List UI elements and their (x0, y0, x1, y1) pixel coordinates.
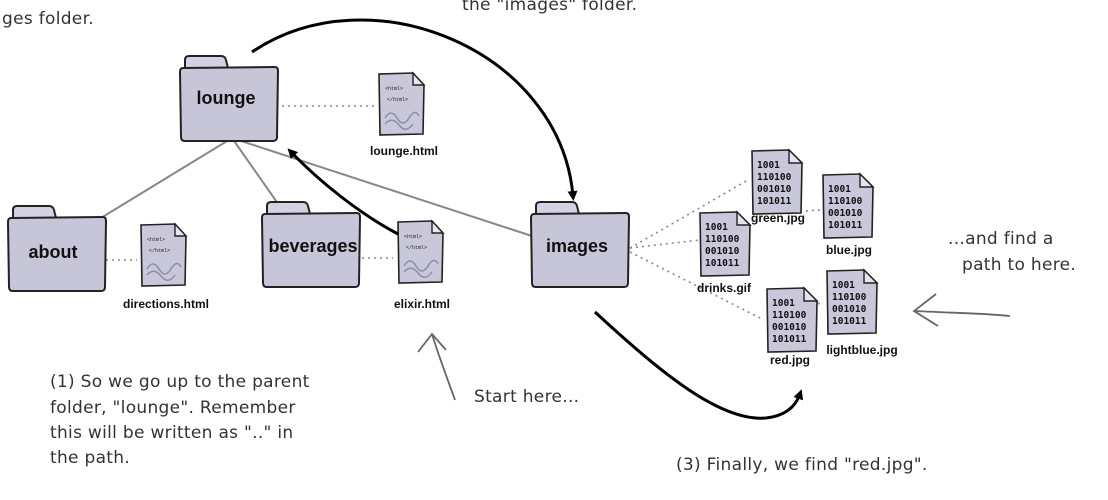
file-elixir-html[interactable]: <html> </html> (397, 220, 444, 284)
file-elixir-html-label: elixir.html (394, 297, 450, 311)
file-green-jpg[interactable]: 1001 110100 001010 101011 (751, 149, 803, 215)
lounge-to-images-line (231, 137, 539, 239)
note-top-left: ges folder. (2, 9, 94, 29)
binary-line: 110100 (832, 292, 867, 303)
file-red-jpg-label: red.jpg (770, 353, 810, 367)
tree-connections (95, 105, 825, 321)
binary-line: 101011 (705, 258, 740, 269)
file-green-jpg-label: green.jpg (751, 211, 805, 225)
html-close-tag: </html> (387, 97, 408, 103)
binary-line: 1001 (832, 280, 855, 291)
note-step1-line: the path. (50, 448, 130, 468)
html-file-icon (140, 223, 187, 287)
note-step1: (1) So we go up to the parent folder, "l… (50, 372, 310, 468)
file-lounge-html-label: lounge.html (370, 144, 438, 158)
folder-beverages-label: beverages (268, 236, 357, 256)
binary-line: 1001 (757, 160, 780, 171)
binary-line: 001010 (832, 304, 867, 315)
binary-line: 001010 (772, 322, 807, 333)
binary-line: 101011 (772, 334, 807, 345)
binary-line: 101011 (757, 196, 792, 207)
images-to-red-line (629, 251, 765, 321)
html-file-icon (378, 72, 425, 136)
folder-images[interactable]: images (530, 201, 630, 288)
note-find-path-line: path to here. (962, 255, 1076, 275)
binary-line: 110100 (772, 310, 807, 321)
html-close-tag: </html> (406, 245, 427, 251)
binary-line: 001010 (705, 246, 740, 257)
lounge-to-about-line (95, 137, 233, 222)
binary-line: 1001 (828, 184, 851, 195)
note-step1-line: this will be written as ".." in (50, 423, 293, 443)
html-open-tag: <html> (404, 234, 422, 240)
html-file-icon (397, 220, 444, 284)
folder-images-label: images (546, 236, 608, 256)
file-blue-jpg-label: blue.jpg (826, 243, 872, 257)
html-open-tag: <html> (385, 86, 403, 92)
pointer-start-here (431, 333, 456, 401)
note-top-center: the "images" folder. (462, 0, 637, 15)
note-find-path: ...and find a path to here. (948, 229, 1076, 275)
file-lightblue-jpg-label: lightblue.jpg (826, 343, 897, 357)
binary-line: 101011 (828, 220, 863, 231)
red-to-lightblue-line (793, 302, 825, 307)
arrow-lounge-to-images (251, 18, 578, 201)
binary-line: 110100 (705, 234, 740, 245)
file-directions-html[interactable]: <html> </html> (140, 223, 187, 287)
file-drinks-gif-label: drinks.gif (697, 281, 752, 295)
file-directions-html-label: directions.html (123, 297, 209, 311)
file-drinks-gif[interactable]: 1001 110100 001010 101011 (699, 211, 751, 277)
folder-about[interactable]: about (7, 205, 107, 292)
note-step3: (3) Finally, we find "red.jpg". (676, 455, 928, 475)
html-open-tag: <html> (147, 237, 165, 243)
note-start-here: Start here... (474, 387, 579, 407)
file-red-jpg[interactable]: 1001 110100 001010 101011 (766, 287, 818, 353)
arrow-elixir-to-lounge (287, 148, 399, 236)
note-step1-line: (1) So we go up to the parent (50, 372, 310, 392)
binary-line: 101011 (832, 316, 867, 327)
file-lounge-html[interactable]: <html> </html> (378, 72, 425, 136)
arrow-images-to-red (593, 310, 804, 420)
binary-line: 110100 (757, 172, 792, 183)
folder-lounge-label: lounge (197, 88, 256, 108)
binary-line: 1001 (705, 222, 728, 233)
folder-lounge[interactable]: lounge (179, 55, 279, 142)
pointer-find-path-head (912, 293, 939, 327)
binary-line: 110100 (828, 196, 863, 207)
note-find-path-line: ...and find a (948, 229, 1054, 249)
pointer-start-here-head (417, 332, 447, 353)
html-close-tag: </html> (149, 248, 170, 254)
binary-line: 001010 (828, 208, 863, 219)
pointer-find-path (915, 310, 1011, 317)
folder-about-label: about (29, 242, 78, 262)
note-step1-line: folder, "lounge". Remember (50, 398, 296, 418)
file-lightblue-jpg[interactable]: 1001 110100 001010 101011 (826, 269, 878, 335)
folder-beverages[interactable]: beverages (261, 201, 361, 288)
binary-line: 1001 (772, 298, 795, 309)
file-blue-jpg[interactable]: 1001 110100 001010 101011 (822, 173, 874, 239)
binary-line: 001010 (757, 184, 792, 195)
